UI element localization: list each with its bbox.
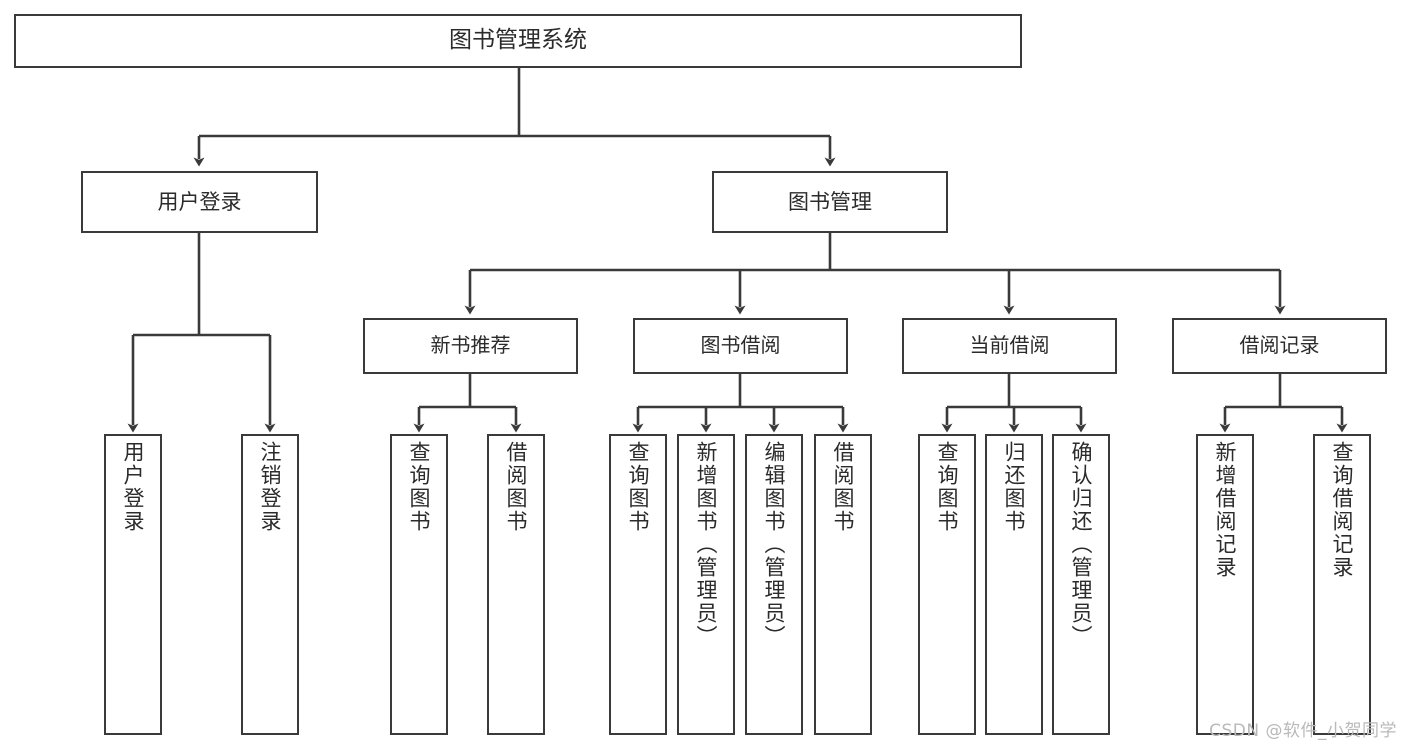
node-label: 用户登录 — [121, 441, 146, 533]
node-label: 图书借阅 — [700, 333, 781, 358]
node-root-system[interactable]: 图书管理系统 — [14, 14, 1022, 68]
leaf-user-login-login[interactable]: 用户登录 — [104, 434, 162, 735]
leaf-current-confirm-return[interactable]: 确认归还（管理员） — [1052, 434, 1110, 735]
leaf-current-query-book[interactable]: 查询图书 — [918, 434, 976, 735]
leaf-user-login-logout[interactable]: 注销登录 — [241, 434, 299, 735]
leaf-borrow-edit-book[interactable]: 编辑图书（管理员） — [745, 434, 803, 735]
leaf-borrow-query-book[interactable]: 查询图书 — [609, 434, 667, 735]
node-book-borrow[interactable]: 图书借阅 — [633, 318, 848, 374]
node-label: 注销登录 — [258, 441, 283, 533]
node-user-login[interactable]: 用户登录 — [81, 171, 318, 233]
node-label: 新增借阅记录 — [1213, 441, 1238, 579]
node-label: 查询图书 — [407, 441, 432, 533]
node-label: 图书管理 — [788, 189, 872, 214]
node-new-book-recommend[interactable]: 新书推荐 — [363, 318, 578, 374]
node-label: 借阅图书 — [504, 441, 529, 533]
node-current-borrow[interactable]: 当前借阅 — [902, 318, 1117, 374]
leaf-record-query[interactable]: 查询借阅记录 — [1313, 434, 1371, 735]
leaf-current-return-book[interactable]: 归还图书 — [985, 434, 1043, 735]
node-label: 新书推荐 — [430, 333, 511, 358]
node-book-management[interactable]: 图书管理 — [712, 171, 948, 233]
leaf-new-book-query[interactable]: 查询图书 — [390, 434, 448, 735]
node-label: 归还图书 — [1002, 441, 1027, 533]
node-label: 借阅记录 — [1239, 333, 1320, 358]
leaf-new-book-borrow[interactable]: 借阅图书 — [487, 434, 545, 735]
node-label: 查询图书 — [626, 441, 651, 533]
leaf-record-add[interactable]: 新增借阅记录 — [1196, 434, 1254, 735]
node-label: 图书管理系统 — [449, 27, 587, 54]
node-label: 查询图书 — [935, 441, 960, 533]
node-label: 借阅图书 — [831, 441, 856, 533]
leaf-borrow-add-book[interactable]: 新增图书（管理员） — [677, 434, 735, 735]
node-label: 确认归还（管理员） — [1069, 441, 1094, 648]
node-label: 编辑图书（管理员） — [762, 441, 787, 648]
node-label: 新增图书（管理员） — [694, 441, 719, 648]
node-borrow-record[interactable]: 借阅记录 — [1172, 318, 1387, 374]
csdn-watermark: CSDN @软件_小贺同学 — [1209, 721, 1397, 741]
leaf-borrow-borrow-book[interactable]: 借阅图书 — [814, 434, 872, 735]
node-label: 查询借阅记录 — [1330, 441, 1355, 579]
node-label: 当前借阅 — [969, 333, 1050, 358]
node-label: 用户登录 — [157, 189, 242, 214]
